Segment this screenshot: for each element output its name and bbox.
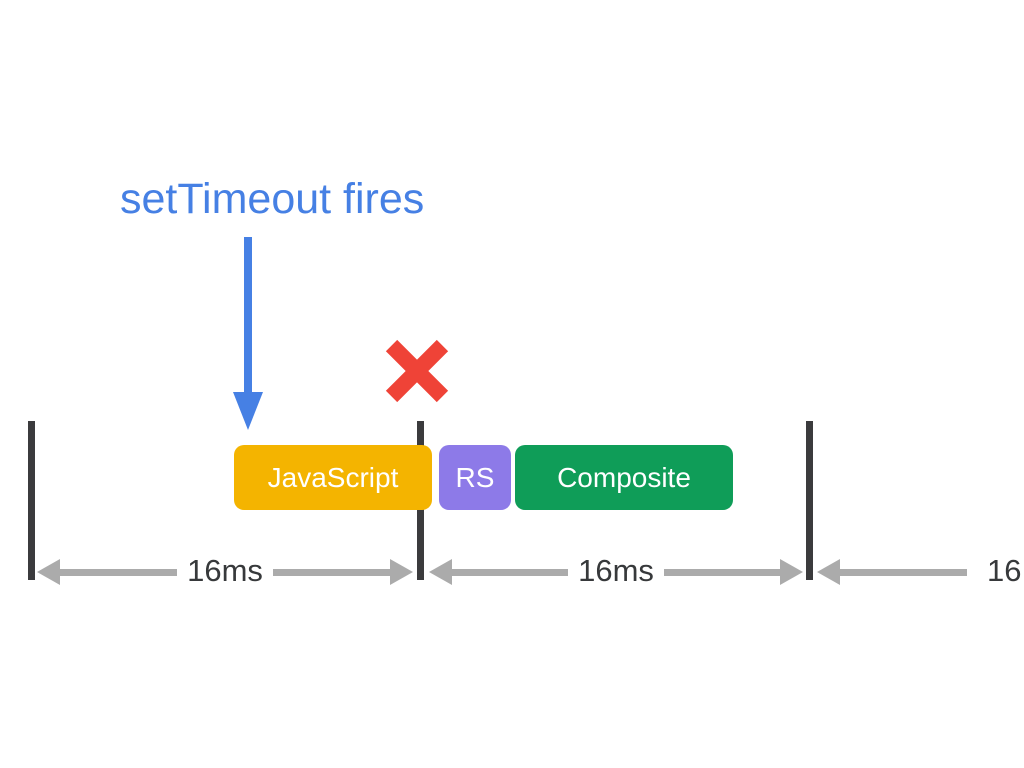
task-box-composite: Composite xyxy=(515,445,733,510)
interval-line xyxy=(663,568,780,576)
frame-boundary-line xyxy=(28,421,35,580)
settimeout-fires-label: setTimeout fires xyxy=(120,175,425,223)
arrowhead-left-icon xyxy=(37,559,60,585)
task-box-rs: RS xyxy=(439,445,511,510)
interval-line xyxy=(840,568,967,576)
frame-boundary-line xyxy=(806,421,813,580)
interval-label: 16ms xyxy=(578,552,654,588)
arrowhead-left-icon xyxy=(429,559,452,585)
down-arrow-icon xyxy=(233,237,263,430)
interval-label: 16ms xyxy=(187,552,263,588)
task-box-javascript: JavaScript xyxy=(234,445,432,510)
interval-arrow-2: 16ms xyxy=(429,555,803,586)
interval-label: 16 xyxy=(987,552,1022,588)
interval-arrow-1: 16ms xyxy=(37,555,413,586)
interval-line xyxy=(60,568,178,576)
interval-line xyxy=(272,568,390,576)
interval-arrow-3-clipped: 16 xyxy=(817,555,1024,586)
arrowhead-right-icon xyxy=(780,559,803,585)
arrowhead-right-icon xyxy=(390,559,413,585)
missed-frame-x-icon xyxy=(385,339,449,403)
interval-line xyxy=(452,568,569,576)
arrowhead-left-icon xyxy=(817,559,840,585)
